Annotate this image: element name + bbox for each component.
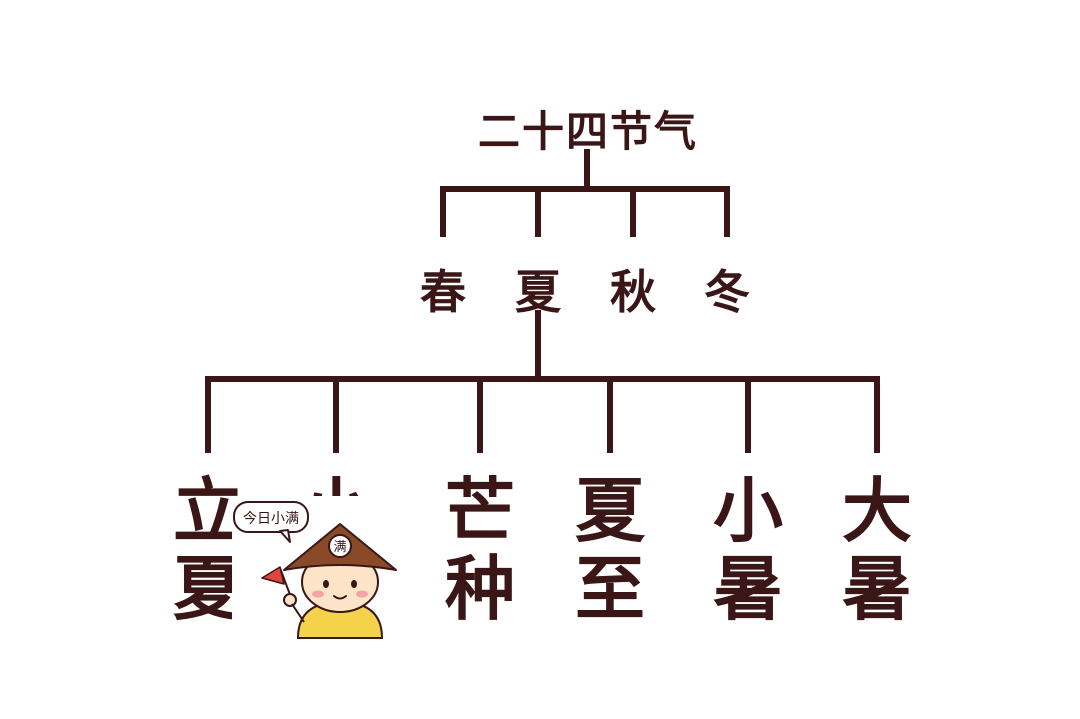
term-char: 暑 (713, 548, 783, 630)
term-char: 暑 (842, 548, 912, 630)
term-char: 至 (575, 548, 645, 630)
term-mangzhong: 芒 种 (435, 472, 525, 628)
term-char: 夏 (173, 548, 243, 630)
speech-text: 今日小满 (243, 511, 299, 527)
hat-badge (328, 534, 352, 558)
mascot-illustration: 今日小满 满 (232, 496, 410, 646)
term-char: 大 (842, 470, 912, 552)
term-char: 夏 (575, 470, 645, 552)
term-xiazhi: 夏 至 (565, 472, 655, 628)
season-summer: 夏 (515, 265, 561, 319)
term-char: 小 (713, 470, 783, 552)
term-char: 种 (445, 548, 515, 630)
term-char: 立 (173, 470, 243, 552)
season-autumn: 秋 (610, 265, 656, 319)
root-title: 二十四节气 (477, 107, 698, 156)
speech-bubble: 今日小满 (233, 501, 309, 543)
term-xiaoshu: 小 暑 (703, 472, 793, 628)
term-lixia: 立 夏 (163, 472, 253, 628)
term-char: 芒 (445, 470, 515, 552)
term-dashu: 大 暑 (832, 472, 922, 628)
season-spring: 春 (420, 265, 466, 319)
hat-label: 满 (333, 540, 346, 555)
season-winter: 冬 (704, 265, 750, 319)
